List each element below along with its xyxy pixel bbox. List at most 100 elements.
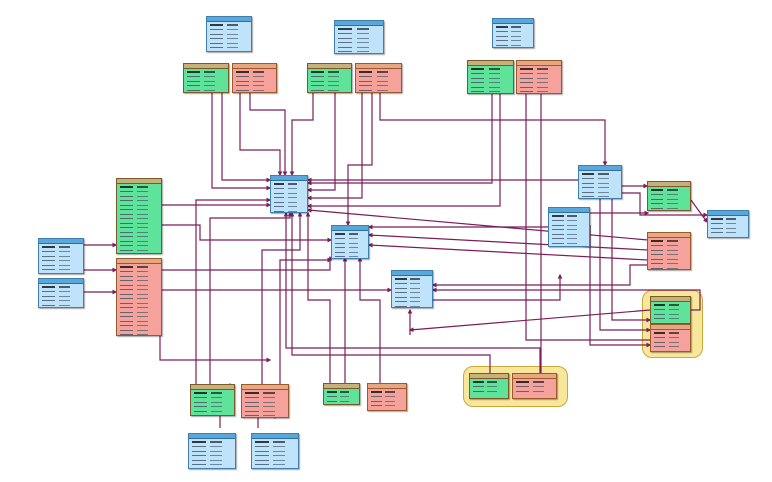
entity-header bbox=[308, 64, 351, 69]
entity-table-t10[interactable] bbox=[38, 238, 84, 274]
relationship-line bbox=[357, 256, 381, 383]
entity-table-t2[interactable] bbox=[334, 20, 384, 54]
entity-table-t27[interactable] bbox=[241, 384, 289, 418]
entity-header bbox=[549, 208, 589, 213]
entity-column-row bbox=[120, 222, 158, 225]
entity-table-t17[interactable] bbox=[578, 165, 622, 199]
entity-header bbox=[335, 21, 383, 26]
entity-column-row bbox=[471, 90, 510, 93]
entity-column-row bbox=[255, 468, 295, 469]
entity-table-t29[interactable] bbox=[367, 383, 407, 411]
entity-column-row bbox=[192, 463, 232, 466]
entity-column-row bbox=[274, 201, 304, 204]
entity-table-t14[interactable] bbox=[270, 175, 308, 213]
entity-table-t20[interactable] bbox=[647, 232, 691, 270]
entity-column-row bbox=[245, 414, 285, 417]
entity-header bbox=[392, 271, 432, 276]
entity-column-row bbox=[192, 450, 232, 453]
entity-column-row bbox=[711, 236, 745, 237]
entity-column-row bbox=[274, 205, 304, 208]
entity-column-row bbox=[194, 414, 231, 415]
entity-table-t13[interactable] bbox=[116, 258, 162, 336]
entity-column-row bbox=[120, 333, 158, 335]
entity-header bbox=[648, 233, 690, 238]
entity-table-t28[interactable] bbox=[323, 383, 360, 405]
entity-column-row bbox=[496, 44, 530, 47]
entity-column-row bbox=[120, 315, 158, 318]
entity-column-row bbox=[255, 454, 295, 457]
entity-header bbox=[271, 176, 307, 181]
entity-table-t23[interactable] bbox=[650, 324, 691, 352]
entity-table-t6[interactable] bbox=[307, 63, 352, 93]
entity-column-row bbox=[395, 277, 429, 281]
entity-header bbox=[189, 434, 235, 439]
entity-column-row bbox=[654, 303, 687, 307]
entity-column-row bbox=[192, 468, 232, 469]
entity-table-t24[interactable] bbox=[469, 373, 509, 399]
entity-column-row bbox=[42, 285, 80, 289]
entity-table-t26[interactable] bbox=[190, 384, 235, 416]
relationship-line bbox=[367, 242, 649, 261]
entity-table-t22[interactable] bbox=[650, 296, 691, 324]
entity-column-row bbox=[42, 255, 80, 258]
entity-table-t4[interactable] bbox=[183, 63, 229, 93]
entity-column-row bbox=[120, 329, 158, 332]
entity-table-t12[interactable] bbox=[116, 178, 162, 254]
relationship-line bbox=[408, 309, 651, 333]
entity-table-t19[interactable] bbox=[647, 181, 691, 211]
entity-column-row bbox=[335, 251, 365, 254]
entity-column-row bbox=[471, 81, 510, 84]
entity-table-t8[interactable] bbox=[467, 60, 514, 94]
entity-column-row bbox=[187, 80, 225, 83]
relationship-line bbox=[162, 224, 333, 243]
entity-table-t30[interactable] bbox=[188, 433, 236, 469]
entity-column-row bbox=[120, 320, 158, 323]
entity-column-row bbox=[395, 287, 429, 290]
entity-column-row bbox=[338, 32, 380, 35]
entity-column-row bbox=[471, 72, 510, 75]
entity-column-row bbox=[120, 217, 158, 220]
entity-column-row bbox=[120, 293, 158, 296]
entity-column-row bbox=[311, 70, 348, 74]
entity-header bbox=[117, 259, 161, 264]
relationship-line bbox=[611, 199, 652, 323]
entity-column-row bbox=[192, 445, 232, 448]
entity-table-t11[interactable] bbox=[38, 278, 84, 308]
entity-table-t9[interactable] bbox=[516, 60, 562, 94]
entity-table-t18[interactable] bbox=[548, 207, 590, 247]
entity-table-t1[interactable] bbox=[206, 16, 252, 52]
entity-header bbox=[368, 384, 406, 389]
entity-column-row bbox=[471, 67, 510, 71]
entity-table-t3[interactable] bbox=[492, 18, 534, 48]
relationship-line bbox=[306, 94, 501, 209]
entity-column-row bbox=[120, 253, 158, 254]
entity-table-t31[interactable] bbox=[251, 433, 299, 469]
entity-table-t5[interactable] bbox=[232, 63, 277, 93]
entity-table-t25[interactable] bbox=[512, 373, 557, 399]
entity-header bbox=[356, 64, 401, 69]
entity-column-row bbox=[471, 86, 510, 89]
entity-column-row bbox=[210, 37, 248, 40]
entity-table-t7[interactable] bbox=[355, 63, 402, 93]
entity-column-row bbox=[651, 262, 687, 265]
entity-column-row bbox=[552, 219, 586, 222]
entity-column-row bbox=[371, 390, 403, 394]
relationship-line bbox=[306, 207, 649, 241]
entity-header bbox=[39, 239, 83, 244]
entity-column-row bbox=[651, 239, 687, 243]
entity-header bbox=[233, 64, 276, 69]
entity-column-row bbox=[192, 459, 232, 462]
entity-column-row bbox=[236, 84, 273, 87]
entity-table-t15[interactable] bbox=[331, 225, 369, 259]
relationship-line bbox=[305, 211, 331, 383]
entity-column-row bbox=[187, 70, 225, 74]
entity-column-row bbox=[120, 324, 158, 327]
entity-table-t16[interactable] bbox=[391, 270, 433, 308]
entity-column-row bbox=[654, 317, 687, 320]
entity-column-row bbox=[120, 297, 158, 300]
entity-column-row bbox=[516, 385, 553, 388]
relationship-line bbox=[367, 232, 649, 251]
entity-table-t21[interactable] bbox=[707, 210, 749, 238]
entity-header bbox=[242, 385, 288, 390]
entity-column-row bbox=[496, 39, 530, 42]
